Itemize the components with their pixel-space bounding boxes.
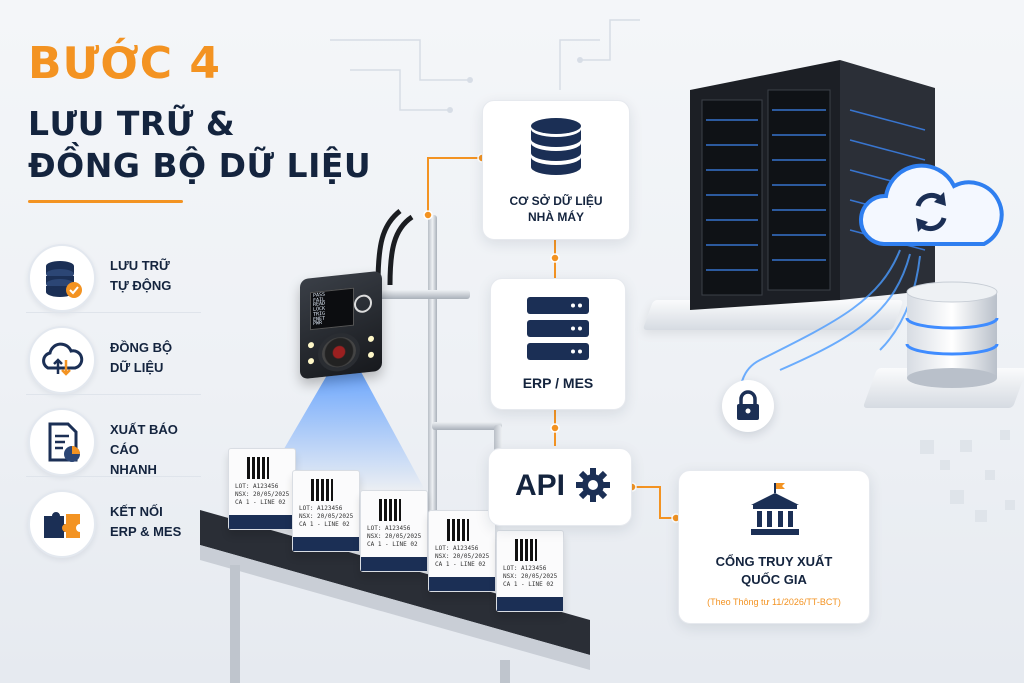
box-shift: CA 1 - LINE 02	[299, 521, 350, 528]
page-title-line1: LƯU TRỮ &	[28, 104, 236, 143]
feature-quick-report: XUẤT BÁO CÁO NHANH	[22, 404, 202, 480]
step-heading: BƯỚC 4	[28, 38, 221, 89]
erp-mes-card: ERP / MES	[490, 278, 626, 410]
lower-arm-drop	[494, 425, 502, 465]
national-portal-card: CỔNG TRUY XUẤT QUỐC GIA (Theo Thông tư 1…	[678, 470, 870, 624]
box-nsx: NSX: 20/05/2025	[503, 573, 558, 580]
api-card: API	[488, 448, 632, 526]
feature-label-line1: ĐỒNG BỘ	[110, 340, 173, 355]
database-check-icon	[28, 244, 96, 312]
qr-code-icon	[379, 499, 401, 521]
feature-label-line1: KẾT NỐI	[110, 504, 163, 519]
api-label: API	[515, 469, 566, 502]
feature-auto-storage: LƯU TRỮ TỰ ĐỘNG	[22, 240, 202, 316]
factory-database-card: CƠ SỞ DỮ LIỆU NHÀ MÁY	[482, 100, 630, 240]
page-title-line2: ĐỒNG BỘ DỮ LIỆU	[28, 146, 372, 185]
lower-arm	[432, 422, 502, 430]
feature-label-line2: ERP & MES	[110, 524, 182, 539]
feature-data-sync: ĐỒNG BỘ DỮ LIỆU	[22, 322, 202, 398]
qr-code-icon	[515, 539, 537, 561]
erp-label: ERP / MES	[522, 375, 594, 391]
title-underline	[28, 200, 183, 203]
divider	[26, 394, 201, 395]
qr-code-icon	[311, 479, 333, 501]
database-icon	[529, 117, 583, 182]
feature-label-line2: NHANH	[110, 462, 157, 477]
box-nsx: NSX: 20/05/2025	[367, 533, 422, 540]
divider	[26, 312, 201, 313]
scan-beam	[260, 370, 425, 490]
box-nsx: NSX: 20/05/2025	[299, 513, 354, 520]
box-shift: CA 1 - LINE 02	[367, 541, 418, 548]
server-icon	[527, 297, 589, 366]
feature-label-line2: DỮ LIỆU	[110, 360, 164, 375]
mounting-pole	[428, 215, 437, 575]
cloud-sync-icon	[28, 326, 96, 394]
box-shift: CA 1 - LINE 02	[503, 581, 554, 588]
portal-label-line2: QUỐC GIA	[741, 572, 807, 587]
box-shift: CA 1 - LINE 02	[435, 561, 486, 568]
gear-icon	[575, 467, 611, 508]
feature-erp-mes-connect: KẾT NỐI ERP & MES	[22, 486, 202, 562]
feature-label-line1: LƯU TRỮ	[110, 258, 170, 273]
feature-label-line2: TỰ ĐỘNG	[110, 278, 172, 293]
mounting-arm	[360, 290, 470, 299]
box-nsx: NSX: 20/05/2025	[435, 553, 490, 560]
box-lot: LOT: A123456	[435, 545, 479, 552]
lock-icon	[737, 390, 759, 420]
box-lot: LOT: A123456	[367, 525, 411, 532]
cloud-sync-icon	[856, 148, 1006, 261]
box-lot: LOT: A123456	[235, 483, 279, 490]
feature-label-line1: XUẤT BÁO CÁO	[110, 422, 178, 457]
puzzle-icon	[28, 490, 96, 558]
box-shift: CA 1 - LINE 02	[235, 499, 286, 506]
portal-label-line1: CỔNG TRUY XUẤT	[715, 554, 833, 569]
database-cylinder-icon	[905, 280, 999, 395]
government-building-icon	[749, 481, 801, 542]
box-nsx: NSX: 20/05/2025	[235, 491, 290, 498]
db-label-line2: NHÀ MÁY	[528, 210, 584, 224]
qr-code-icon	[247, 457, 269, 479]
box-lot: LOT: A123456	[299, 505, 343, 512]
box-lot: LOT: A123456	[503, 565, 547, 572]
lock-badge	[722, 380, 774, 432]
qr-code-icon	[447, 519, 469, 541]
db-label-line1: CƠ SỞ DỮ LIỆU	[509, 194, 603, 208]
report-chart-icon	[28, 408, 96, 476]
portal-note: (Theo Thông tư 11/2026/TT-BCT)	[707, 597, 841, 607]
divider	[26, 476, 201, 477]
